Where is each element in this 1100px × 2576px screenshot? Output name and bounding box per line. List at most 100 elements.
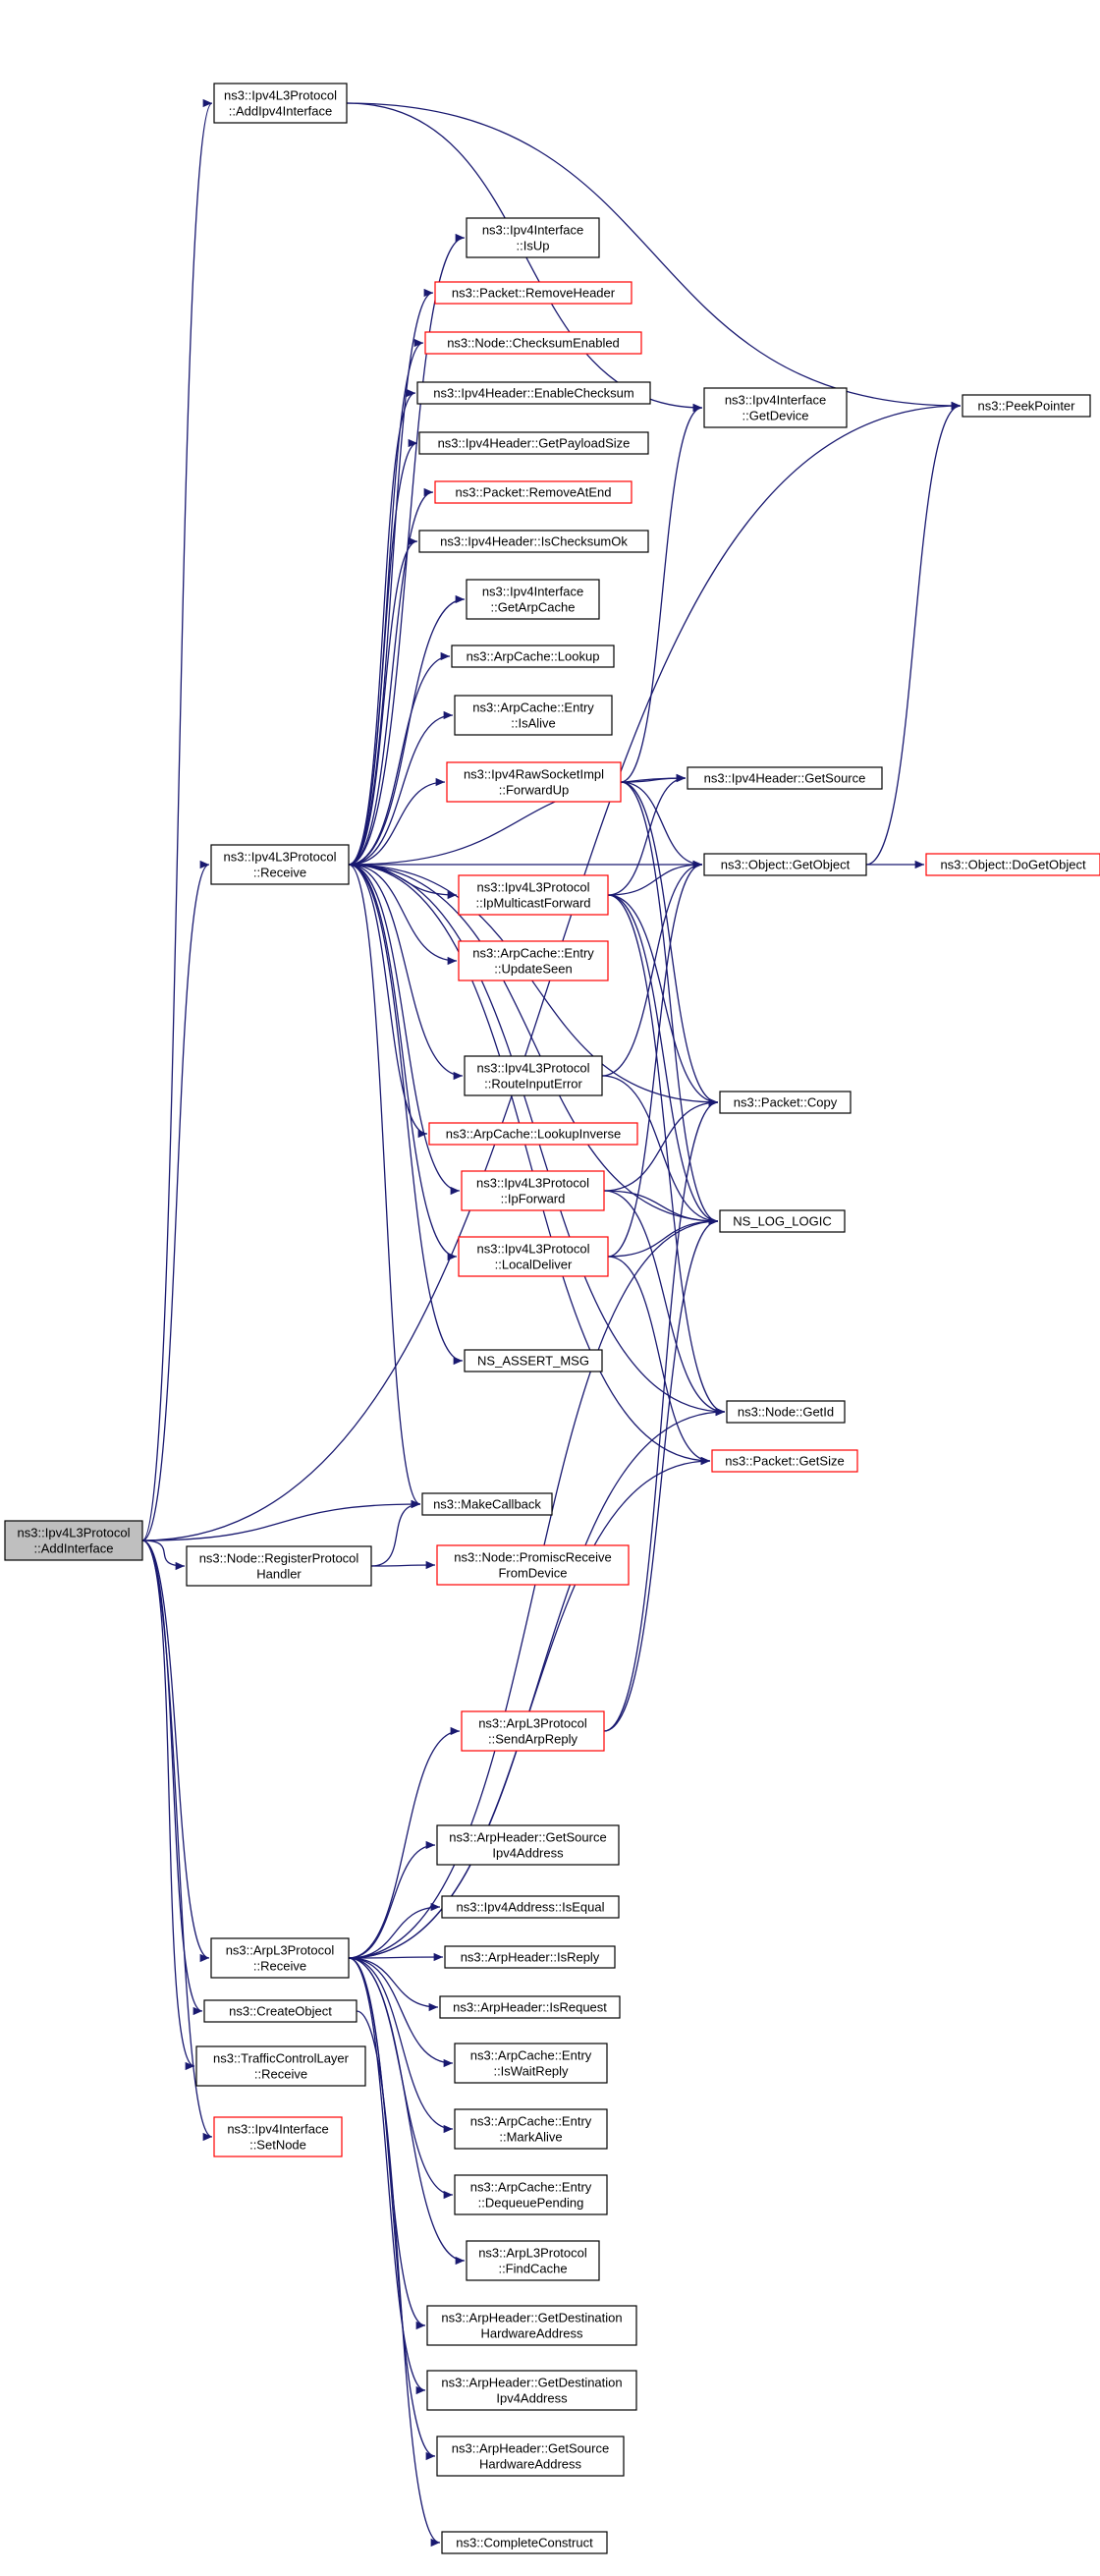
node-label: ::UpdateSeen bbox=[494, 962, 573, 977]
node-label: ::SendArpReply bbox=[488, 1732, 578, 1747]
node-label: ns3::TrafficControlLayer bbox=[213, 2051, 350, 2066]
node-rmheader[interactable]: ns3::Packet::RemoveHeader bbox=[434, 281, 632, 305]
edge-l3recv-to-routeerr bbox=[348, 864, 464, 1081]
node-nslog[interactable]: NS_LOG_LOGIC bbox=[719, 1209, 846, 1233]
edge-ipmcast-to-nslog bbox=[607, 894, 719, 1226]
node-complete[interactable]: ns3::CompleteConstruct bbox=[441, 2531, 608, 2554]
node-box bbox=[464, 1349, 603, 1372]
edge-arprecv-to-isrequest bbox=[348, 1957, 439, 2012]
node-box bbox=[439, 1995, 621, 2019]
edge-sendarp-to-nslog bbox=[603, 1216, 719, 1732]
edge-l3recv-to-payload bbox=[348, 438, 418, 866]
node-dogetobj[interactable]: ns3::Object::DoGetObject bbox=[925, 853, 1100, 876]
node-label: ::ForwardUp bbox=[499, 783, 570, 798]
edge-l3recv-to-lookupinv bbox=[348, 864, 428, 1139]
node-getarp[interactable]: ns3::Ipv4Interface::GetArpCache bbox=[466, 579, 600, 620]
node-dequeue[interactable]: ns3::ArpCache::Entry::DequeuePending bbox=[454, 2174, 608, 2215]
node-box bbox=[210, 844, 350, 885]
node-createobj[interactable]: ns3::CreateObject bbox=[203, 1999, 358, 2023]
edge-arprecv-to-getdestip bbox=[348, 1957, 426, 2395]
node-cksumen[interactable]: ns3::Node::ChecksumEnabled bbox=[424, 331, 642, 355]
node-label: ns3::ArpHeader::IsRequest bbox=[453, 2000, 607, 2015]
node-tcl[interactable]: ns3::TrafficControlLayer::Receive bbox=[195, 2045, 366, 2087]
node-isreply[interactable]: ns3::ArpHeader::IsReply bbox=[444, 1945, 616, 1969]
node-label: ns3::ArpCache::Entry bbox=[472, 700, 594, 715]
node-box bbox=[461, 1710, 605, 1752]
node-label: ns3::Ipv4Interface bbox=[227, 2122, 328, 2137]
node-getid[interactable]: ns3::Node::GetId bbox=[726, 1400, 846, 1424]
node-setnode[interactable]: ns3::Ipv4Interface::SetNode bbox=[213, 2116, 343, 2157]
node-payload[interactable]: ns3::Ipv4Header::GetPayloadSize bbox=[418, 431, 649, 455]
node-box bbox=[4, 1520, 143, 1561]
node-getobject[interactable]: ns3::Object::GetObject bbox=[703, 853, 867, 876]
node-label: NS_ASSERT_MSG bbox=[477, 1354, 589, 1369]
node-iswait[interactable]: ns3::ArpCache::Entry::IsWaitReply bbox=[454, 2043, 608, 2084]
edge-localdel-to-getobject bbox=[607, 860, 703, 1258]
node-rmatend[interactable]: ns3::Packet::RemoveAtEnd bbox=[434, 480, 632, 504]
node-box bbox=[203, 1999, 358, 2023]
edge-root-to-addipv4 bbox=[141, 99, 213, 1541]
node-sendarp[interactable]: ns3::ArpL3Protocol::SendArpReply bbox=[461, 1710, 605, 1752]
node-label: HardwareAddress bbox=[479, 2457, 582, 2472]
node-box bbox=[458, 874, 609, 916]
node-getdevice[interactable]: ns3::Ipv4Interface::GetDevice bbox=[703, 387, 848, 428]
edge-regproto-to-promisc bbox=[370, 1560, 436, 1570]
node-label: ns3::ArpL3Protocol bbox=[478, 2246, 587, 2261]
node-box bbox=[186, 1545, 372, 1587]
node-box bbox=[441, 2531, 608, 2554]
node-arprecv[interactable]: ns3::ArpL3Protocol::Receive bbox=[210, 1937, 350, 1979]
node-addipv4[interactable]: ns3::Ipv4L3Protocol::AddIpv4Interface bbox=[213, 83, 348, 124]
edge-arprecv-to-arpgetsrcip bbox=[348, 1840, 436, 1959]
node-markalive[interactable]: ns3::ArpCache::Entry::MarkAlive bbox=[454, 2108, 608, 2150]
node-getdestip[interactable]: ns3::ArpHeader::GetDestinationIpv4Addres… bbox=[426, 2370, 637, 2411]
edge-fwdup-to-getobject bbox=[620, 781, 703, 869]
node-isequal[interactable]: ns3::Ipv4Address::IsEqual bbox=[441, 1895, 620, 1919]
node-l3recv[interactable]: ns3::Ipv4L3Protocol::Receive bbox=[210, 844, 350, 885]
node-pktcopy[interactable]: ns3::Packet::Copy bbox=[719, 1091, 852, 1114]
edge-sendarp-to-pktcopy bbox=[603, 1097, 719, 1732]
node-label: ns3::Ipv4Header::IsChecksumOk bbox=[440, 534, 628, 549]
node-isrequest[interactable]: ns3::ArpHeader::IsRequest bbox=[439, 1995, 621, 2019]
node-label: ns3::ArpCache::Entry bbox=[470, 2048, 592, 2063]
edge-localdel-to-getsize bbox=[607, 1256, 711, 1466]
node-isup[interactable]: ns3::Ipv4Interface::IsUp bbox=[466, 217, 600, 258]
edge-l3recv-to-rmatend bbox=[348, 487, 434, 866]
node-ipmcast[interactable]: ns3::Ipv4L3Protocol::IpMulticastForward bbox=[458, 874, 609, 916]
node-box bbox=[466, 217, 600, 258]
node-box bbox=[466, 2240, 600, 2281]
node-getsize[interactable]: ns3::Packet::GetSize bbox=[711, 1449, 858, 1473]
node-box bbox=[416, 381, 651, 405]
node-ipfwd[interactable]: ns3::Ipv4L3Protocol::IpForward bbox=[461, 1170, 605, 1211]
node-label: ::IpForward bbox=[501, 1192, 566, 1206]
node-label: FromDevice bbox=[498, 1566, 567, 1581]
edge-ipmcast-to-getsource bbox=[607, 773, 687, 896]
node-makecb[interactable]: ns3::MakeCallback bbox=[421, 1492, 553, 1516]
node-peek[interactable]: ns3::PeekPointer bbox=[962, 394, 1091, 418]
node-box bbox=[426, 2370, 637, 2411]
node-lookupinv[interactable]: ns3::ArpCache::LookupInverse bbox=[428, 1122, 638, 1146]
node-enablecks[interactable]: ns3::Ipv4Header::EnableChecksum bbox=[416, 381, 651, 405]
edge-l3recv-to-enablecks bbox=[348, 388, 416, 866]
node-ischkok[interactable]: ns3::Ipv4Header::IsChecksumOk bbox=[418, 530, 649, 553]
node-label: ns3::Ipv4Interface bbox=[725, 393, 826, 408]
node-assertmsg[interactable]: NS_ASSERT_MSG bbox=[464, 1349, 603, 1372]
node-getdesthw[interactable]: ns3::ArpHeader::GetDestinationHardwareAd… bbox=[426, 2305, 637, 2346]
node-box bbox=[458, 1236, 609, 1277]
node-label: ::SetNode bbox=[249, 2138, 306, 2153]
node-isalive[interactable]: ns3::ArpCache::Entry::IsAlive bbox=[454, 695, 613, 736]
node-label: Ipv4Address bbox=[496, 2391, 568, 2406]
node-label: ::Receive bbox=[253, 866, 306, 880]
node-findcache[interactable]: ns3::ArpL3Protocol::FindCache bbox=[466, 2240, 600, 2281]
node-fwdup[interactable]: ns3::Ipv4RawSocketImpl::ForwardUp bbox=[446, 761, 622, 803]
node-label: ::IsUp bbox=[517, 239, 550, 253]
node-updseen[interactable]: ns3::ArpCache::Entry::UpdateSeen bbox=[458, 940, 609, 981]
node-routeerr[interactable]: ns3::Ipv4L3Protocol::RouteInputError bbox=[464, 1055, 603, 1096]
node-label: ns3::Node::ChecksumEnabled bbox=[447, 336, 620, 351]
node-getsource[interactable]: ns3::Ipv4Header::GetSource bbox=[687, 766, 883, 790]
node-localdel[interactable]: ns3::Ipv4L3Protocol::LocalDeliver bbox=[458, 1236, 609, 1277]
node-lookup[interactable]: ns3::ArpCache::Lookup bbox=[451, 644, 615, 668]
